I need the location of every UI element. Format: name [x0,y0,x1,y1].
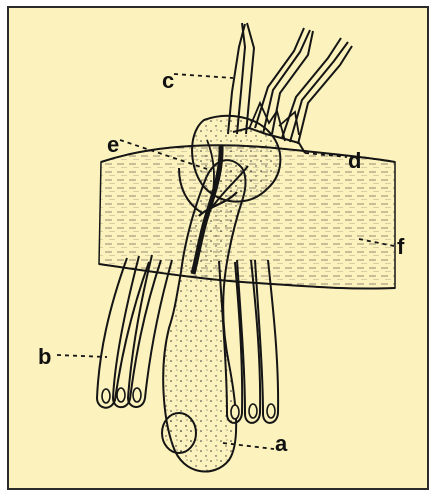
supporting-cells-b [97,255,172,408]
label-a: a [275,433,287,455]
sensory-cell-diagram [9,8,429,490]
diagram-panel: a b c d e f [7,6,429,490]
label-b: b [38,346,51,368]
hairs-c-d [228,23,352,144]
pore-complex-e [192,116,280,202]
label-f: f [397,236,404,258]
label-d: d [348,150,361,172]
label-e: e [107,134,119,156]
label-c: c [162,70,174,92]
nucleus [162,413,196,453]
